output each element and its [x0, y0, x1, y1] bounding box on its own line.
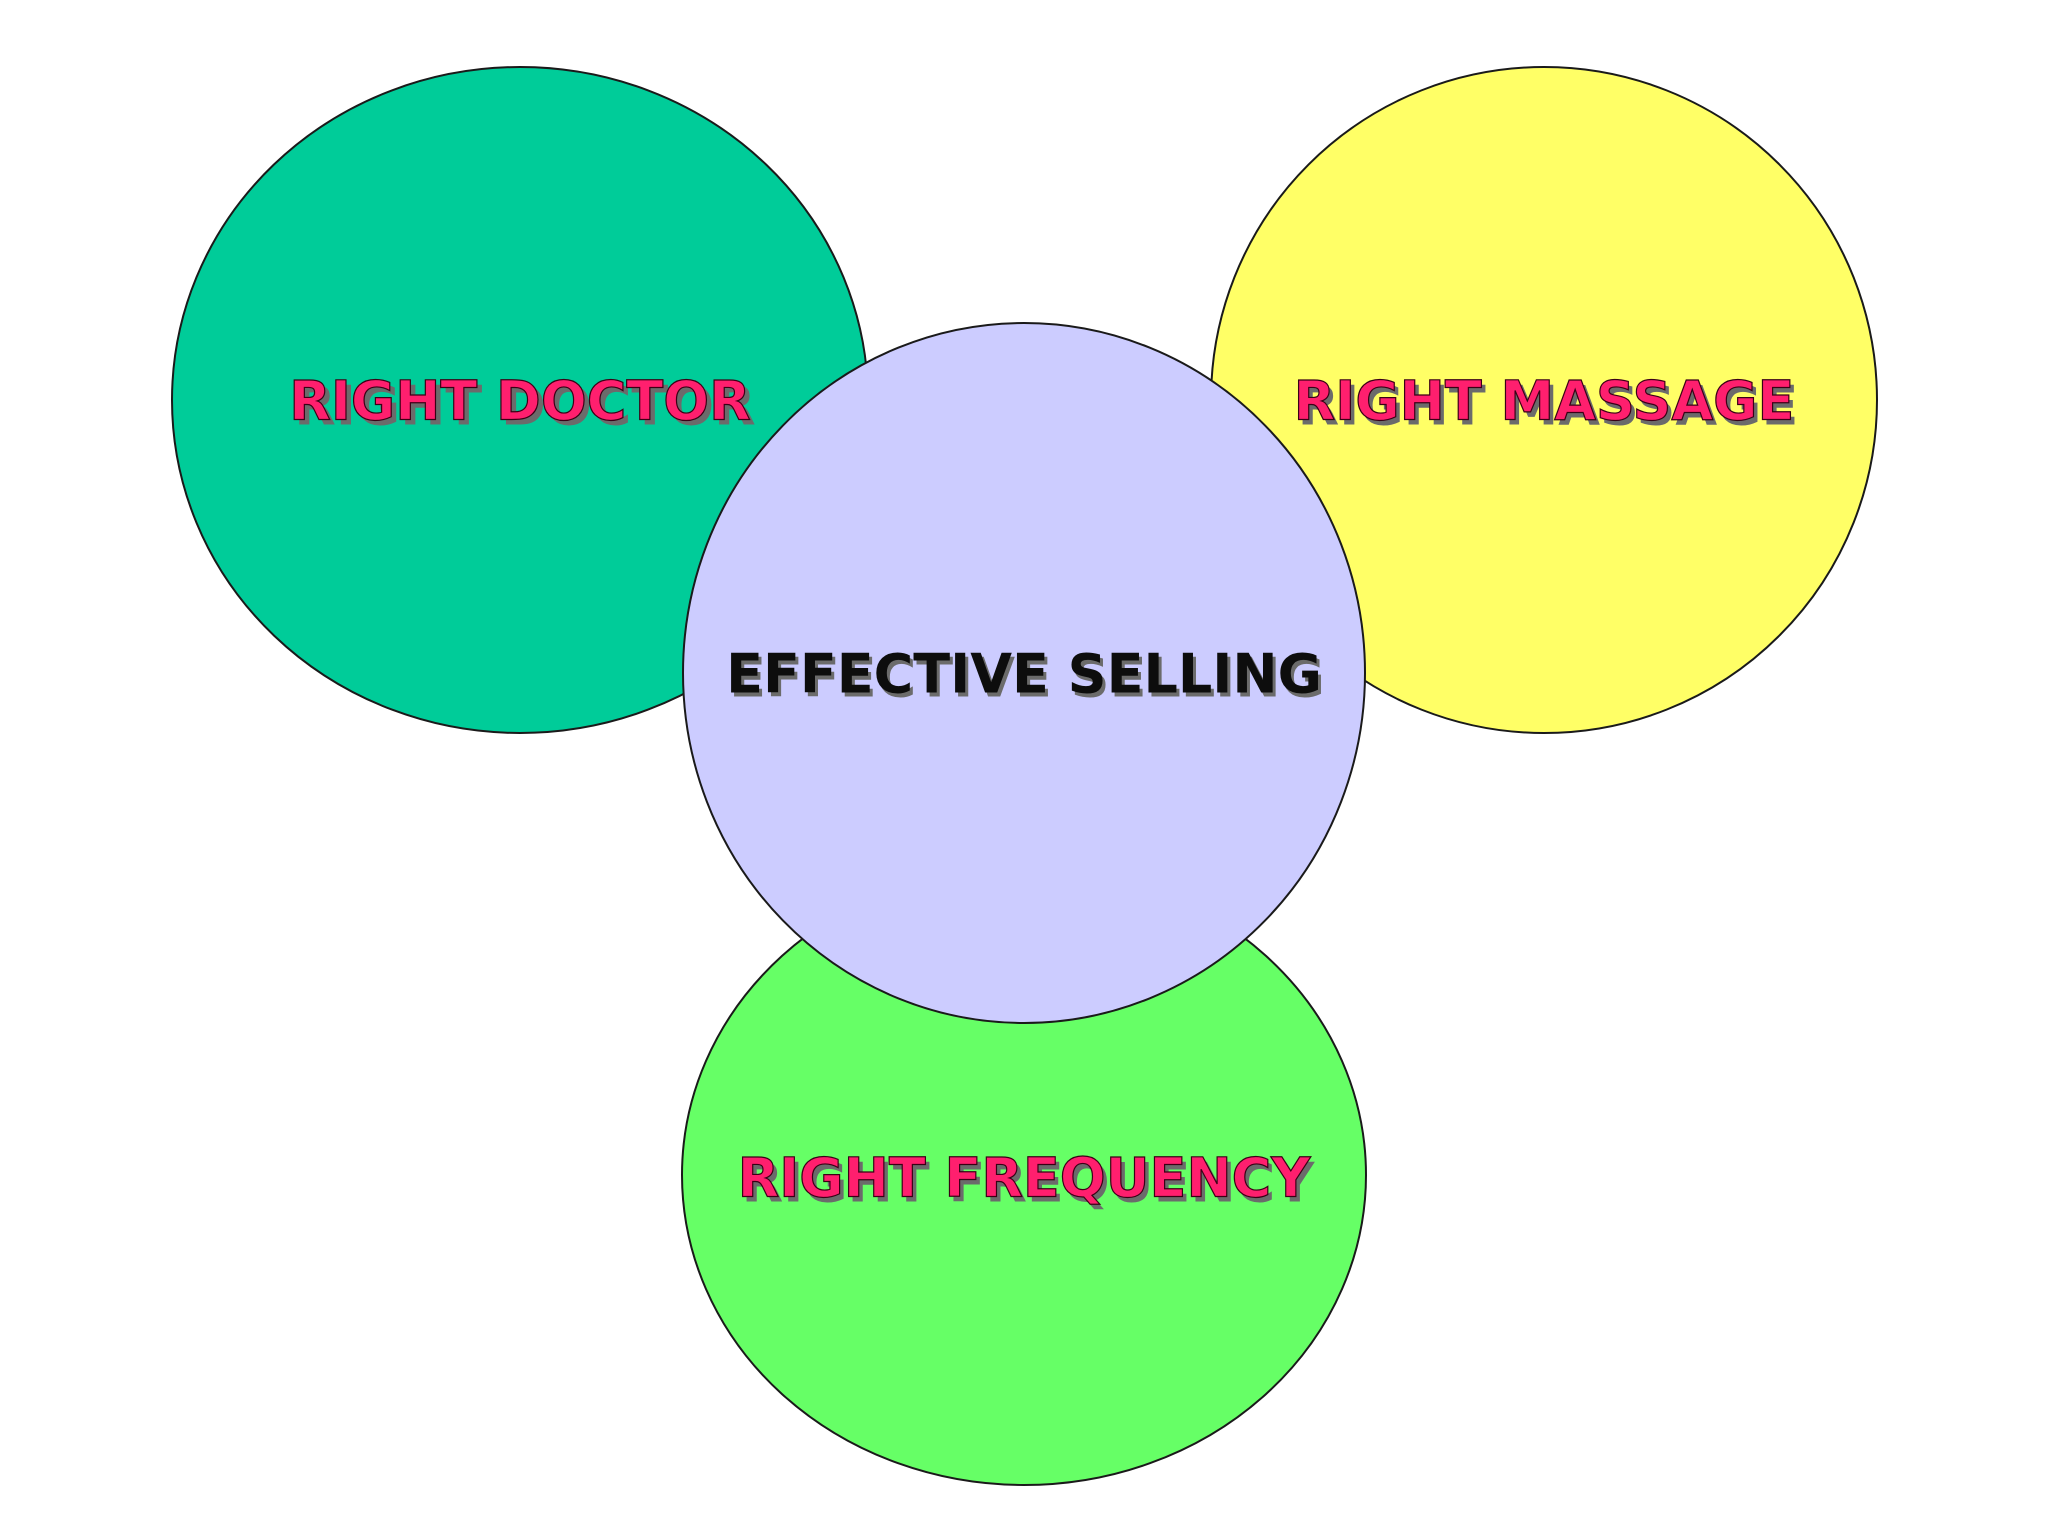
right-massage-label-shadow: RIGHT MASSAGE — [1298, 375, 1799, 438]
effective-selling-circle — [682, 322, 1366, 1024]
right-frequency-label: RIGHT FREQUENCY — [738, 1147, 1312, 1210]
right-massage-label: RIGHT MASSAGE — [1294, 370, 1795, 433]
effective-selling-label: EFFECTIVE SELLING — [726, 643, 1322, 706]
right-doctor-label: RIGHT DOCTOR — [289, 370, 751, 433]
effective-selling-label-shadow: EFFECTIVE SELLING — [729, 647, 1325, 710]
effective-selling-node — [682, 322, 1366, 1024]
right-frequency-label-shadow: RIGHT FREQUENCY — [742, 1152, 1316, 1215]
right-doctor-label-shadow: RIGHT DOCTOR — [294, 375, 756, 438]
